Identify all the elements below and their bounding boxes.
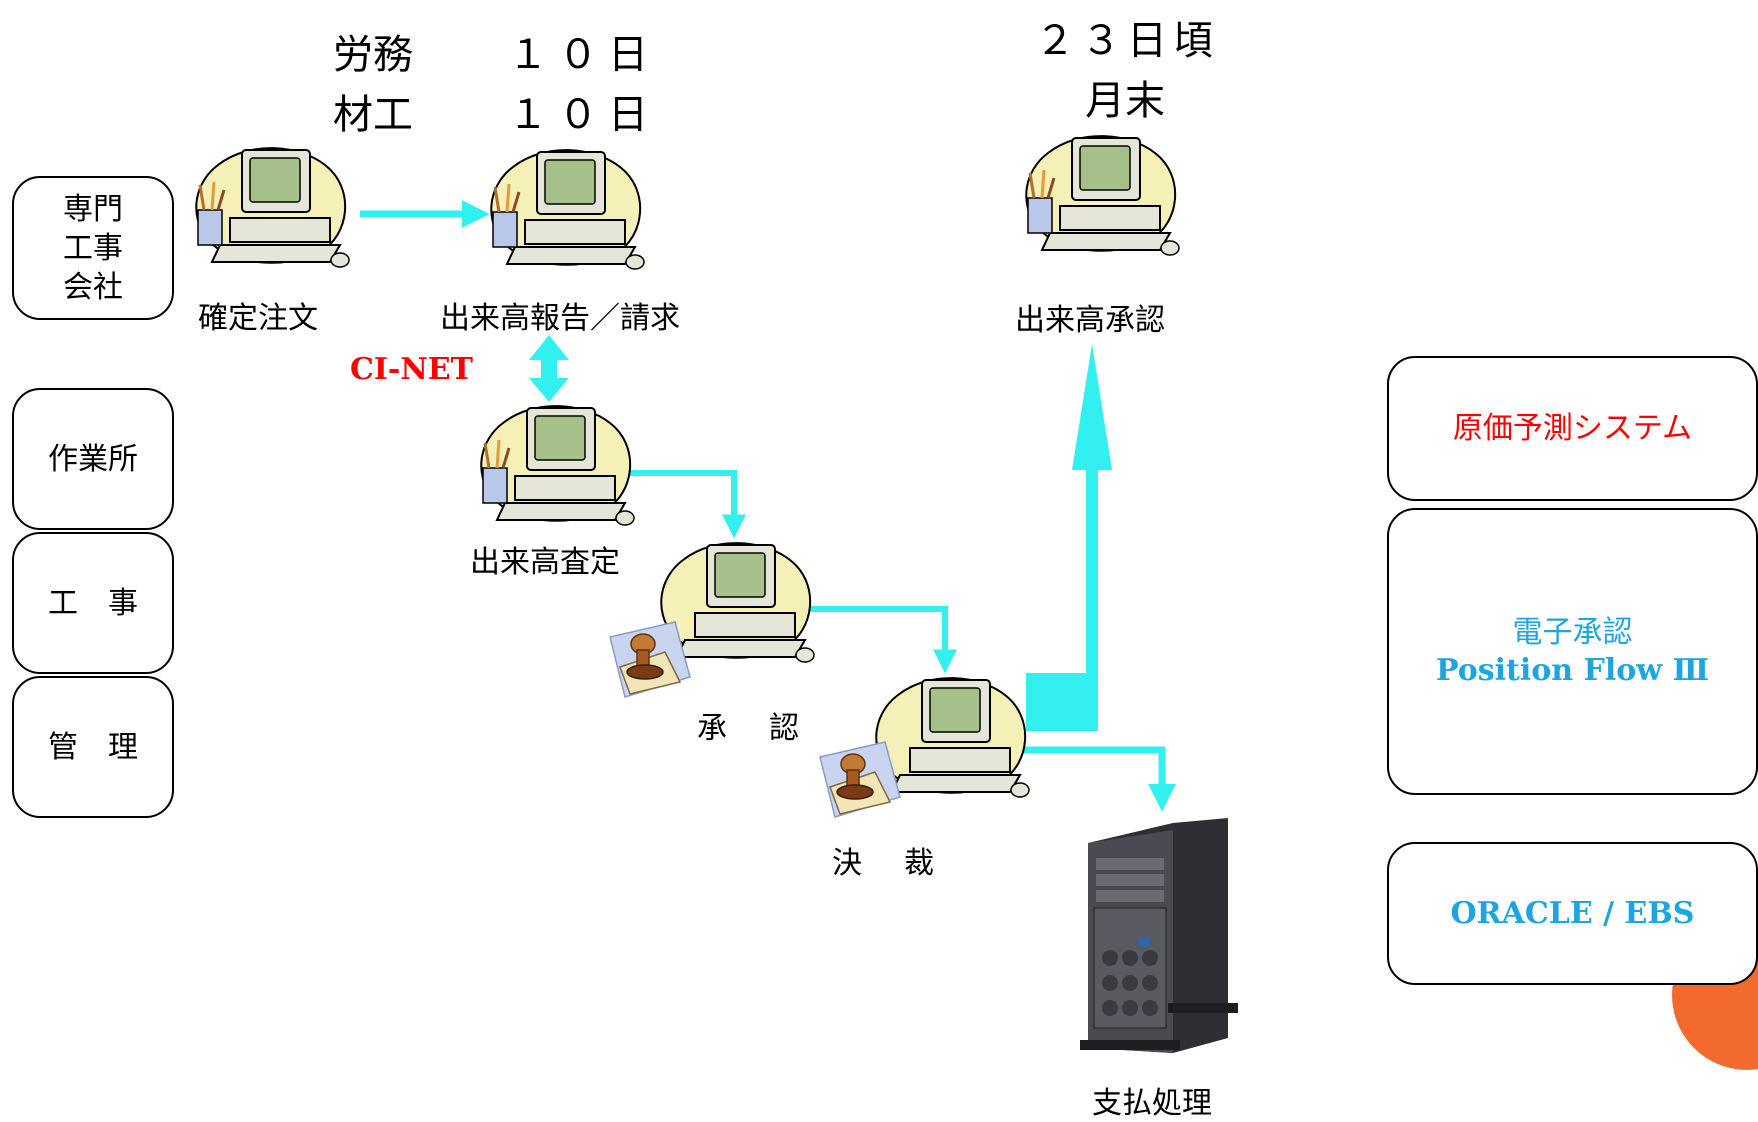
label-order: 確定注文 [198, 301, 318, 336]
label-decision: 決 裁 [832, 846, 940, 881]
labor-value: １０日 [508, 32, 658, 78]
arrow-cinet-double [529, 335, 569, 402]
material-label: 材工 [333, 92, 413, 138]
box-site-office-label: 作業所 [48, 441, 138, 477]
computer-icon [875, 677, 1030, 798]
box-construction-label: 工 事 [48, 585, 138, 621]
material-value: １０日 [508, 92, 658, 138]
cost-system-label: 原価予測システム [1452, 410, 1693, 446]
approval-system-text: 電子承認 Position Flow Ⅲ [1436, 614, 1709, 690]
labor-label: 労務 [333, 32, 413, 78]
approval-product: Position Flow Ⅲ [1435, 652, 1710, 688]
box-construction: 工 事 [12, 532, 174, 674]
date-line-1: ２３日頃 [1035, 18, 1219, 64]
arrow-assessment-to-approve [625, 470, 746, 539]
arrow-approve-to-decision [805, 606, 957, 674]
stamp-decision [815, 732, 905, 826]
computer-icon [490, 149, 645, 270]
node-order [190, 140, 360, 279]
arrow-decision-to-payment [1010, 746, 1176, 812]
server-icon [1080, 818, 1238, 1053]
label-report: 出来高報告／請求 [440, 301, 680, 336]
node-decision [870, 670, 1040, 809]
approval-route-shaft [1086, 470, 1098, 731]
computer-icon [480, 405, 635, 526]
payment-server [1078, 808, 1248, 1062]
date-line-2: 月末 [1085, 78, 1165, 124]
stamp-icon [609, 621, 691, 698]
box-management-label: 管 理 [48, 729, 138, 765]
approval-route-arrowhead [1072, 344, 1112, 470]
label-cinet: CI-NET [350, 352, 473, 387]
box-cost-system: 原価予測システム [1387, 356, 1758, 501]
stamp-icon [819, 741, 901, 818]
label-assessment: 出来高査定 [470, 545, 620, 580]
stamp-approve [605, 612, 695, 706]
approval-title: 電子承認 [1512, 614, 1633, 650]
box-approval-system: 電子承認 Position Flow Ⅲ [1387, 508, 1758, 795]
box-erp: ORACLE / EBS [1387, 842, 1758, 985]
label-payment: 支払処理 [1092, 1086, 1212, 1121]
node-final-approval [1020, 128, 1190, 267]
computer-icon [1025, 135, 1180, 256]
box-site-office: 作業所 [12, 388, 174, 530]
label-approve: 承 認 [697, 711, 805, 746]
box-subcontractor: 専門 工事 会社 [12, 176, 174, 320]
box-subcontractor-label: 専門 工事 会社 [63, 191, 123, 305]
node-report [485, 142, 655, 281]
label-final-approval: 出来高承認 [1015, 303, 1165, 338]
computer-icon [195, 147, 350, 268]
box-management: 管 理 [12, 676, 174, 818]
node-assessment [475, 398, 645, 537]
erp-label: ORACLE / EBS [1450, 895, 1695, 931]
